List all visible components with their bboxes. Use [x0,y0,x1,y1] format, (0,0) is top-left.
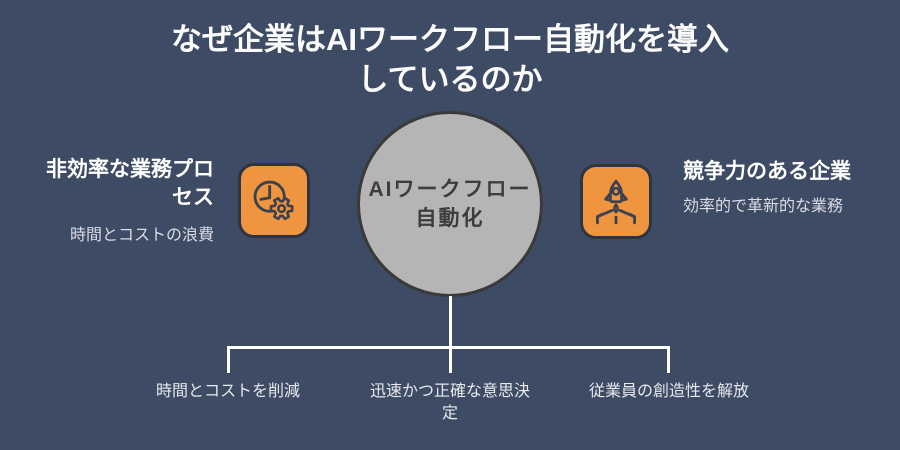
left-cause-heading: 非効率な業務プロセス [46,158,214,209]
right-icon-tile [580,164,652,239]
hub-label-line1: AIワークフロー [368,178,532,201]
left-icon-tile [238,163,310,238]
left-cause-subtext: 時間とコストの浪費 [69,227,214,244]
hub-label-line2: 自動化 [415,207,485,230]
right-outcome-subtext: 効率的で革新的な業務 [683,198,844,215]
benefit-label-decisions: 迅速かつ正確な意思決定 [369,383,530,422]
page-title-line1: なぜ企業はAIワークフロー自動化を導入 [171,22,729,57]
left-cause-block: 非効率な業務プロセス 時間とコストの浪費 [32,156,214,246]
connector-left-drop-line [227,346,230,373]
connector-right-drop-line [667,346,670,373]
benefit-label-cost: 時間とコストを削減 [155,383,300,400]
page-title-line2: しているのか [357,62,543,97]
rocket-launch-icon [589,174,643,230]
central-hub: AIワークフロー 自動化 [357,111,543,297]
page-title: なぜ企業はAIワークフロー自動化を導入 しているのか [110,20,790,100]
connector-rail-line [227,346,670,349]
clock-gear-icon [248,175,300,227]
benefit-label-creativity: 従業員の創造性を解放 [588,383,749,400]
right-outcome-block: 競争力のある企業 効率的で革新的な業務 [683,158,888,217]
connector-stem-line [449,296,452,373]
right-outcome-heading: 競争力のある企業 [683,160,851,183]
